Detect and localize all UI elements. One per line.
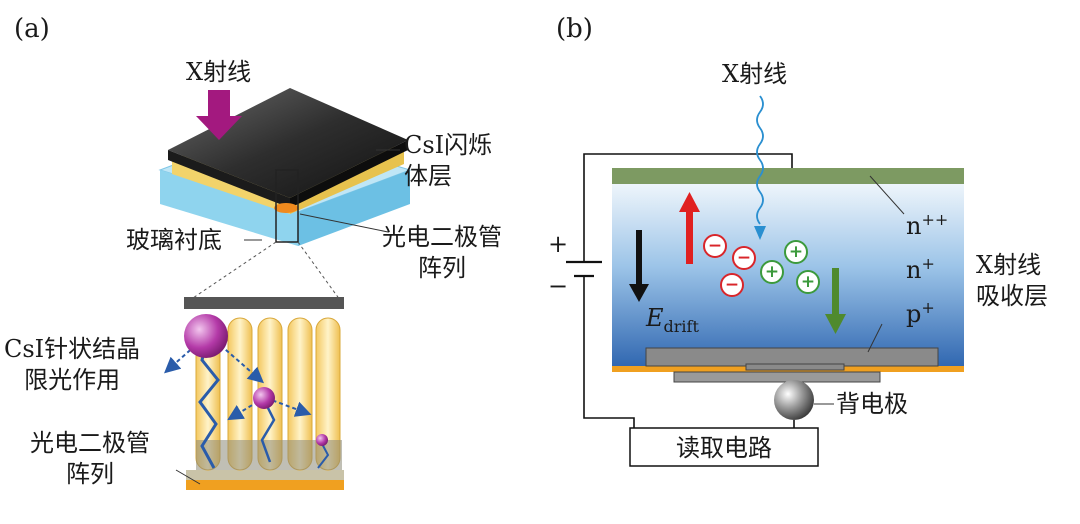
hole-sign: + <box>801 272 815 292</box>
photodiode-array-label-bottom: 光电二极管 阵列 <box>30 429 150 489</box>
drift-arrow-green <box>825 268 846 334</box>
electron-sign: − <box>737 248 751 268</box>
negative-terminal-label: − <box>548 272 569 300</box>
hole-sign: + <box>789 242 803 262</box>
electron-sign: − <box>725 275 739 295</box>
csi-needle-crystal-illustration <box>164 297 344 490</box>
external-circuit <box>566 153 819 467</box>
e-drift-symbol: E <box>646 304 664 332</box>
xray-interaction-spot <box>253 387 275 409</box>
p-plus-letter: p <box>906 300 922 328</box>
xray-wave-b <box>754 95 766 240</box>
electron-sign: − <box>708 236 722 256</box>
readout-circuit-label: 读取电路 <box>676 434 772 462</box>
hole <box>760 260 784 284</box>
panel-b-tag: (b) <box>556 14 593 44</box>
csi-needle-crystal-label: CsI针状结晶 限光作用 <box>4 335 141 395</box>
xray-label-b: X射线 <box>722 60 788 88</box>
n-plus-letter: n <box>906 256 922 284</box>
hole-charges <box>760 240 820 294</box>
electron <box>720 273 744 297</box>
detector-stack-illustration <box>158 88 412 301</box>
hole <box>784 240 808 264</box>
charge-signs: −−− +++ <box>708 236 815 295</box>
n-plus-superscript: + <box>921 254 935 273</box>
panel-a-tag: (a) <box>14 14 50 44</box>
field-arrow-black <box>629 230 649 302</box>
back-electrode-ball <box>774 380 814 420</box>
hole-sign: + <box>765 262 779 282</box>
photodiode-array-label-top: 光电二极管 阵列 <box>382 223 502 283</box>
xray-interaction-spot <box>184 314 228 358</box>
n-plus-plus-label: n++ <box>906 210 949 240</box>
hole <box>796 270 820 294</box>
glass-substrate-label: 玻璃衬底 <box>126 226 222 254</box>
direct-conversion-detector <box>612 168 964 420</box>
e-drift-subscript: drift <box>663 316 699 336</box>
csi-layer-label: CsI闪烁 体层 <box>404 131 493 191</box>
xray-arrow-a <box>196 90 242 140</box>
xray-absorption-layer-label: X射线 吸收层 <box>976 251 1048 311</box>
back-electrode-label: 背电极 <box>836 390 908 418</box>
p-plus-label: p+ <box>906 298 935 328</box>
electron <box>732 246 756 270</box>
drift-arrow-red <box>679 192 700 264</box>
n-plus-plus-letter: n <box>906 212 922 240</box>
p-plus-superscript: + <box>921 298 935 317</box>
xray-label-a: X射线 <box>186 58 252 86</box>
n-plus-label: n+ <box>906 254 935 284</box>
n-plus-plus-superscript: ++ <box>921 210 949 229</box>
readout-circuit-box <box>629 427 819 467</box>
electron <box>703 234 727 258</box>
electron-charges <box>703 234 756 297</box>
positive-terminal-label: + <box>548 230 569 258</box>
xray-interaction-spot <box>316 434 328 446</box>
e-drift-label: Edrift <box>646 306 699 335</box>
